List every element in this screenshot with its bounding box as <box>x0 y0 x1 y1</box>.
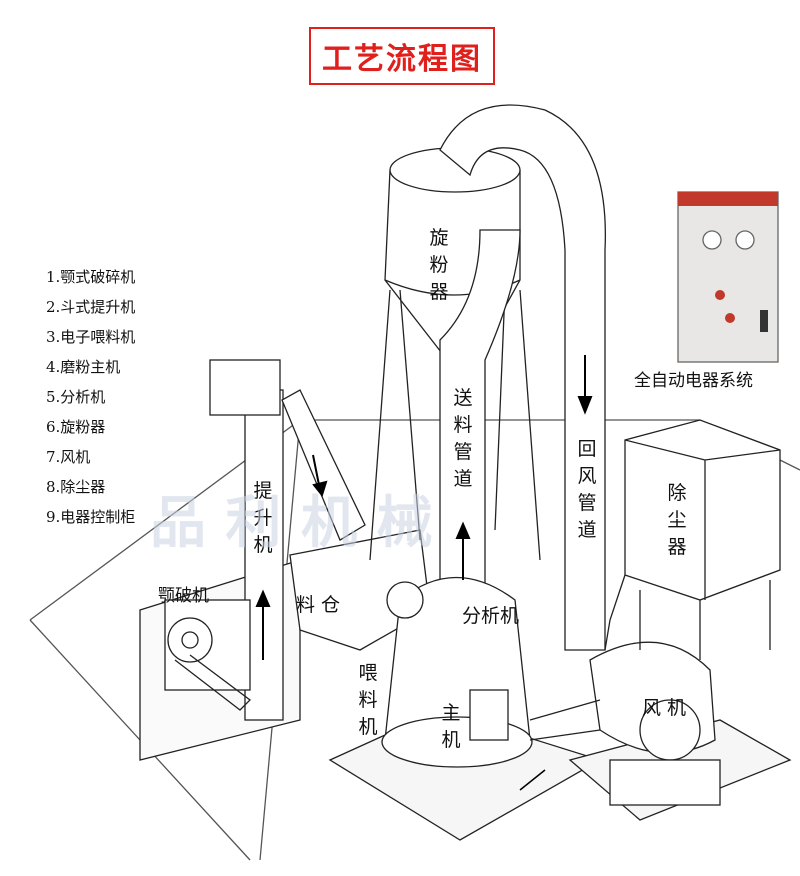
label-dust-collector: 除尘器 <box>667 482 687 558</box>
legend-item: 1.颚式破碎机 <box>46 268 136 286</box>
elevator-head <box>209 359 281 416</box>
return-pipe <box>439 104 607 651</box>
control-cabinet <box>677 191 779 363</box>
label-feed-pipe: 送料管道 <box>453 387 473 490</box>
arrow-up-elevator <box>255 589 271 607</box>
label-jaw-crusher: 颚破机 <box>158 586 209 606</box>
legend-item: 3.电子喂料机 <box>46 328 136 346</box>
classifier-pulley <box>386 581 424 619</box>
legend-item: 7.风机 <box>46 448 91 466</box>
dust-collector <box>624 419 781 601</box>
arrow-chute <box>312 480 328 498</box>
fan-motor <box>609 759 721 806</box>
mill-door <box>469 689 509 741</box>
legend-item: 6.旋粉器 <box>46 418 106 436</box>
arrow-up-feed <box>455 521 471 539</box>
label-fan: 风机 <box>642 697 693 719</box>
legend-item: 2.斗式提升机 <box>46 298 136 316</box>
page-title: 工艺流程图 <box>309 27 495 85</box>
legend-item: 8.除尘器 <box>46 478 106 496</box>
feed-pipe <box>439 229 521 591</box>
silo <box>289 529 431 651</box>
legend-item: 5.分析机 <box>46 388 106 406</box>
label-cyclone: 旋粉器 <box>429 227 449 303</box>
jaw-crusher-wheel <box>167 617 213 663</box>
label-feeder: 喂料机 <box>358 662 378 738</box>
label-elevator: 提升机 <box>253 480 273 556</box>
arrow-down-return <box>577 396 593 415</box>
label-main-mill: 主机 <box>441 702 461 751</box>
label-control-cabinet: 全自动电器系统 <box>634 371 753 391</box>
legend-item: 4.磨粉主机 <box>46 358 121 376</box>
legend-item: 9.电器控制柜 <box>46 508 136 526</box>
legend: 1.颚式破碎机 2.斗式提升机 3.电子喂料机 4.磨粉主机 5.分析机 6.旋… <box>46 262 135 532</box>
label-silo: 料 仓 <box>296 594 341 616</box>
label-classifier: 分析机 <box>462 605 520 627</box>
watermark: 品 利 机 械 <box>150 491 433 556</box>
label-return-pipe: 回风管道 <box>577 438 597 541</box>
